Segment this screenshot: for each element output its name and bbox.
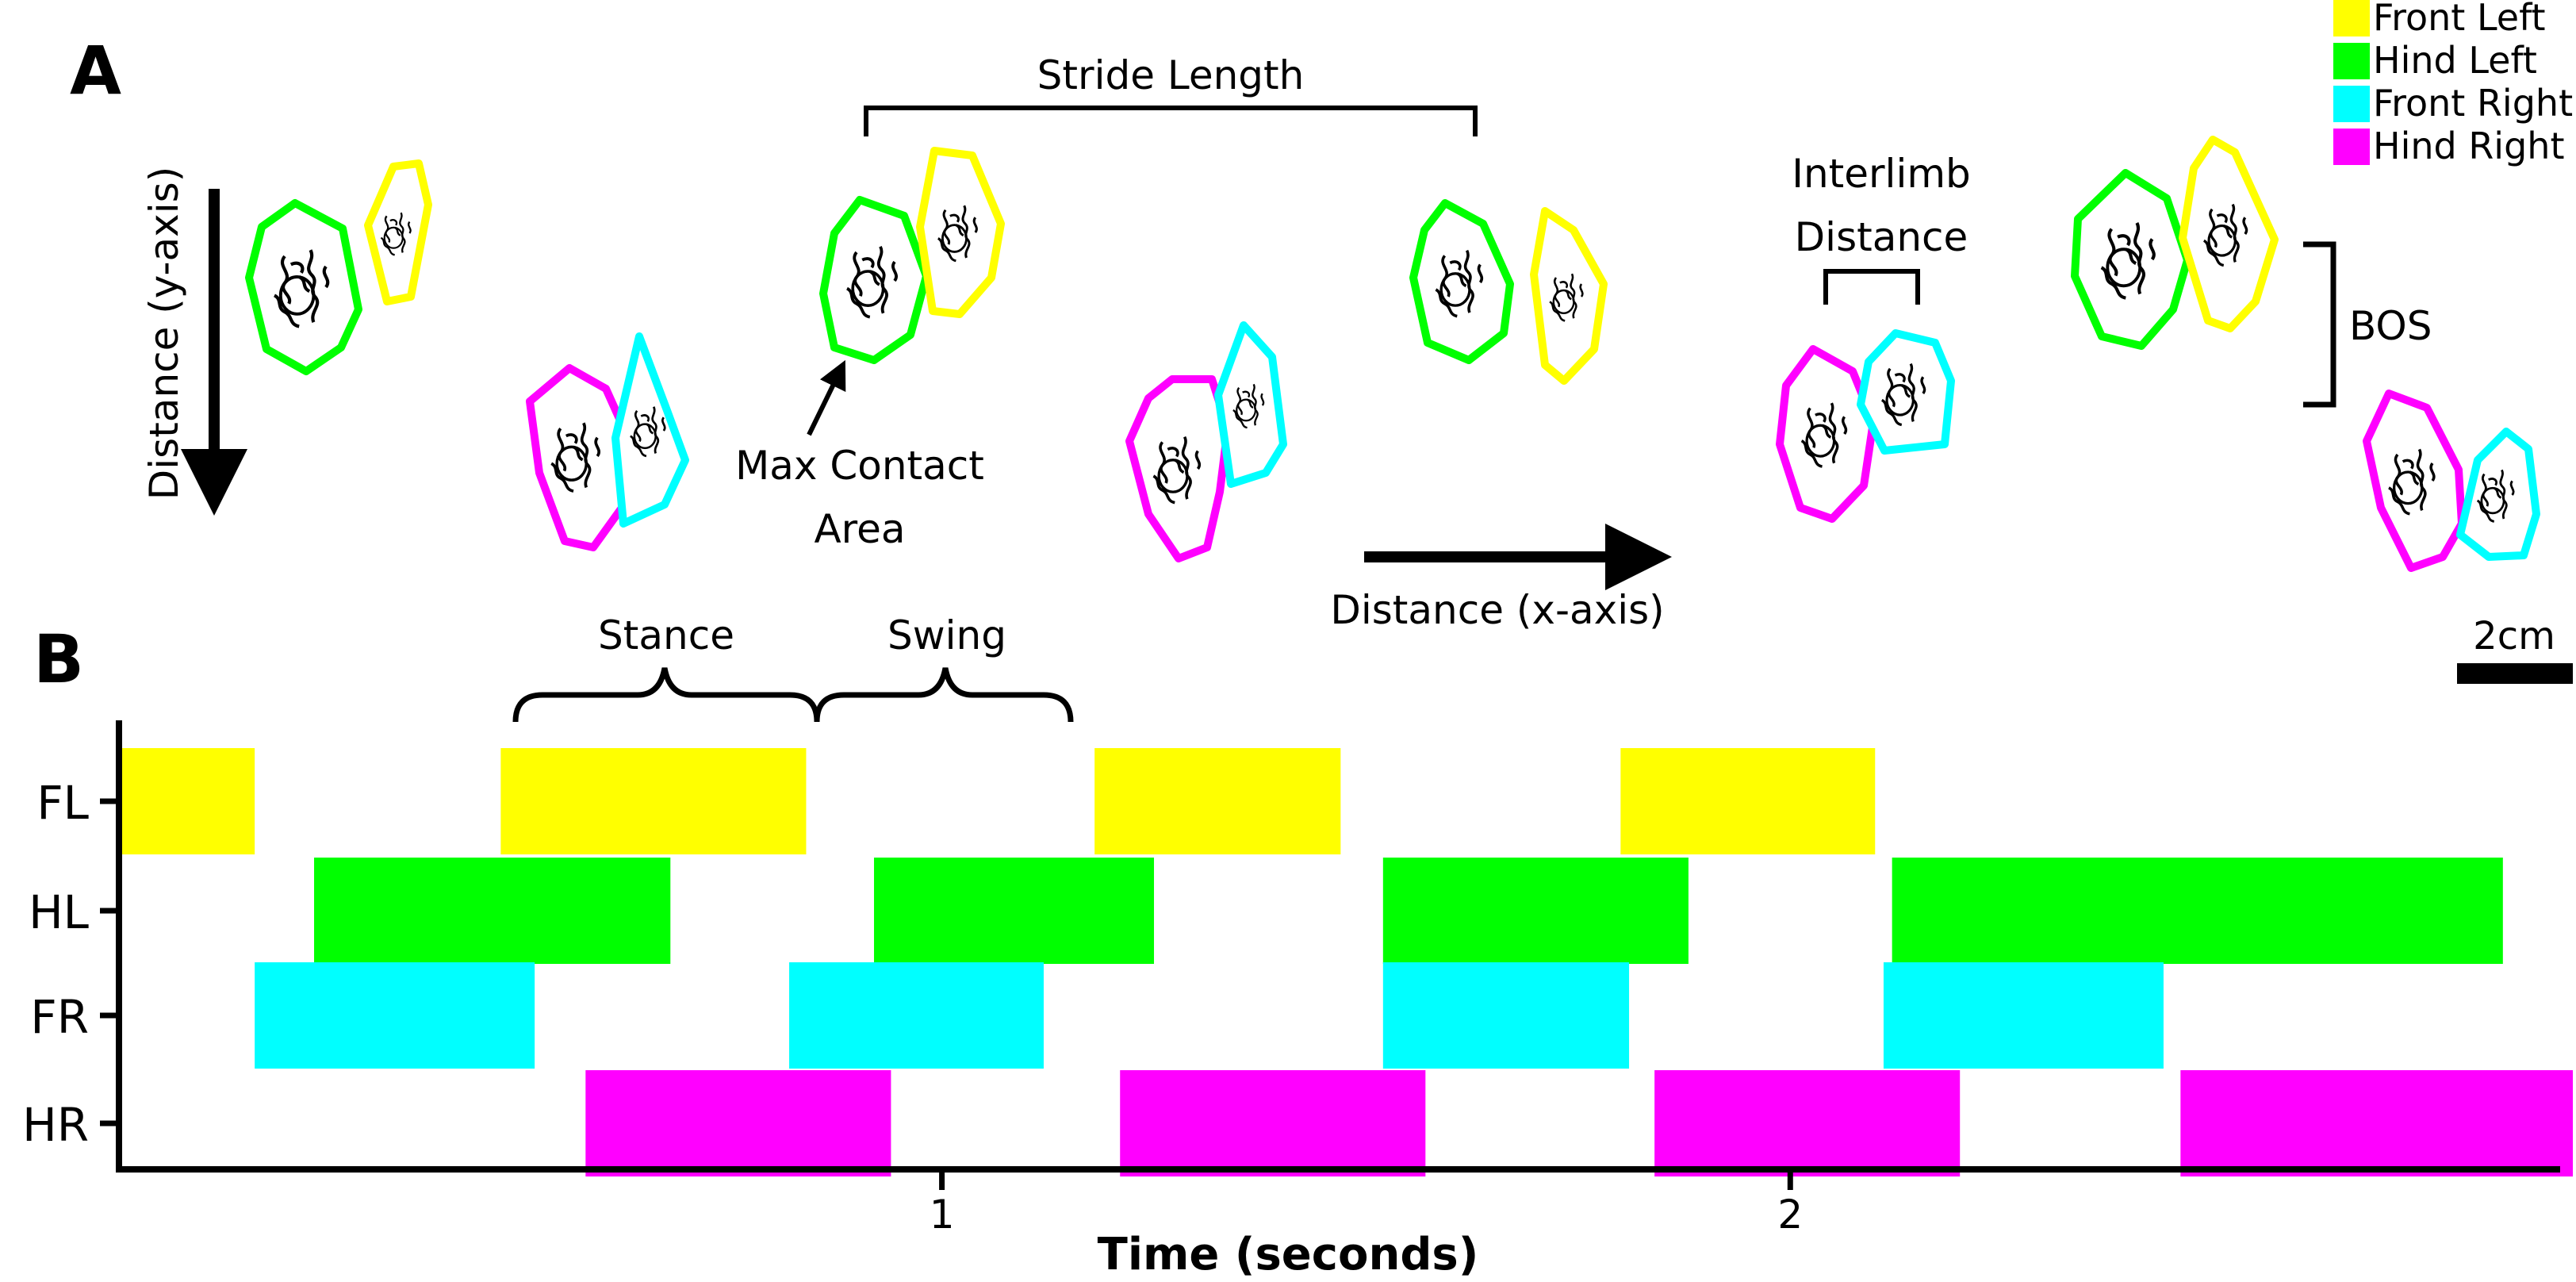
stance-brace [512,667,820,723]
stride-length-bracket [864,106,1478,136]
stance-bar-fr-4 [1883,962,2164,1069]
panel-b-letter: B [33,620,84,698]
legend-swatch-hind-right [2333,129,2370,165]
interlimb-label-line2: Distance [1795,214,1968,260]
legend-label-front-right: Front Right [2373,82,2573,125]
legend-swatch-front-right [2333,86,2370,122]
bos-label: BOS [2349,303,2432,349]
y-axis-label: Distance (y-axis) [141,167,187,500]
legend-label-hind-left: Hind Left [2373,39,2537,82]
stance-bar-hl-2 [874,858,1155,964]
x-tick-label-1: 1 [930,1192,955,1238]
stance-bar-fl-4 [1620,748,1876,854]
paw-print-hind-right-2 [1125,375,1232,562]
stance-bar-hl-3 [1382,858,1689,964]
swing-brace [814,667,1074,723]
scale-bar [2457,663,2573,684]
paw-prints [245,136,2540,572]
stance-bar-hr-4 [2180,1070,2573,1176]
legend: Front Left Hind Left Front Right Hind Ri… [2333,0,2573,167]
legend-swatch-front-left [2333,0,2370,36]
interlimb-bracket [1823,269,1920,305]
stance-bar-hl-4 [1892,858,2503,964]
stance-bar-fl-3 [1094,748,1341,854]
row-label-hl: HL [29,885,89,939]
legend-label-hind-right: Hind Right [2373,125,2564,167]
x-axis-title: Time (seconds) [1098,1229,1479,1280]
row-label-fl: FL [36,776,89,830]
x-axis-label: Distance (x-axis) [1330,587,1664,633]
row-labels: FL HL FR HR [22,776,119,1152]
stance-bar-hl-1 [314,858,671,964]
bos-bracket [2303,241,2336,408]
row-label-fr: FR [30,990,89,1044]
panel-a-letter: A [70,32,121,109]
stance-bar-fl-2 [500,748,807,854]
stance-bar-hr-1 [585,1070,891,1176]
max-contact-label-line2: Area [814,506,905,552]
swing-label: Swing [887,612,1006,658]
max-contact-label-line1: Max Contact [735,443,984,489]
max-contact-arrow [807,359,846,436]
legend-swatch-hind-left [2333,43,2370,79]
stride-length-label: Stride Length [1037,52,1305,98]
gait-bars [119,748,2573,1176]
x-tick-label-2: 2 [1777,1192,1803,1238]
row-label-hr: HR [22,1098,89,1152]
interlimb-label-line1: Interlimb [1792,151,1971,197]
stance-bar-fr-2 [789,962,1044,1069]
stance-bar-hr-3 [1654,1070,1961,1176]
stance-bar-hr-2 [1120,1070,1426,1176]
legend-label-front-left: Front Left [2373,0,2546,39]
stance-label: Stance [598,612,734,658]
scale-bar-label: 2cm [2473,614,2555,658]
stance-bar-fr-3 [1382,962,1630,1069]
stance-bar-fr-1 [255,962,535,1069]
stance-bar-fl-1 [119,748,255,854]
